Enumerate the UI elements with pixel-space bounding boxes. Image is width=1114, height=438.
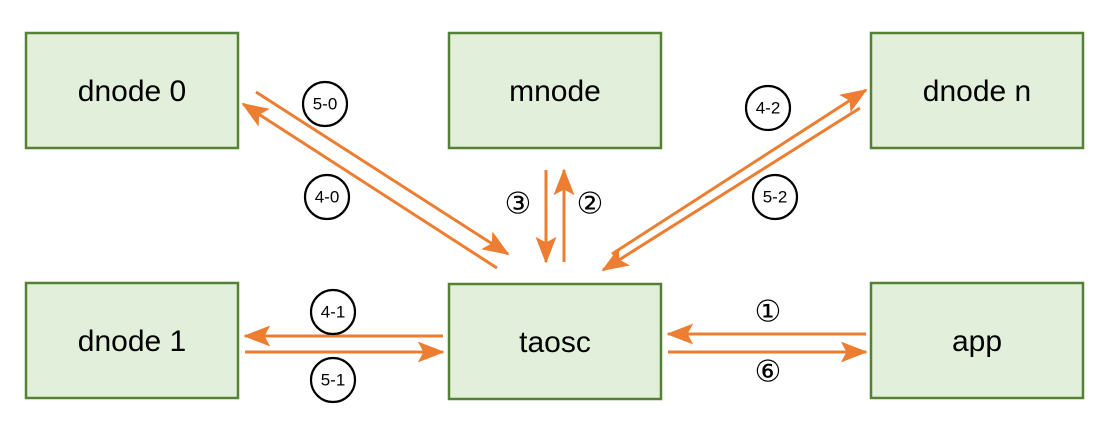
- node-dnode0-rect: [24, 31, 240, 150]
- node-app-rect: [869, 281, 1085, 400]
- badge-4-2-circle: [744, 84, 792, 132]
- badge-5-1: 5-1: [309, 356, 357, 404]
- badge-4-2-label: 4-2: [756, 98, 781, 117]
- node-mnode-rect: [447, 31, 663, 150]
- badge-5-1-label: 5-1: [321, 370, 346, 389]
- badge-5-1-circle: [309, 356, 357, 404]
- badge-step-1: ①: [755, 295, 782, 330]
- badge-5-0-label: 5-0: [313, 94, 338, 113]
- node-dnode1-rect: [24, 281, 240, 400]
- node-taosc-rect: [447, 282, 663, 401]
- node-app[interactable]: app: [869, 281, 1085, 400]
- node-taosc[interactable]: taosc: [447, 282, 663, 401]
- node-mnode-label: mnode: [509, 75, 601, 108]
- badge-4-2: 4-2: [744, 84, 792, 132]
- badge-4-1: 4-1: [309, 288, 357, 336]
- node-mnode[interactable]: mnode: [447, 31, 663, 150]
- arrow-taosc-to-dnoden: [611, 88, 868, 256]
- badge-5-0-circle: [301, 80, 349, 128]
- badge-group: 5-0 4-0 4-2 5-2 4-1 5-1 ③: [301, 80, 799, 404]
- badge-5-0: 5-0: [301, 80, 349, 128]
- badge-4-1-label: 4-1: [321, 302, 346, 321]
- node-dnode0[interactable]: dnode 0: [24, 31, 240, 150]
- badge-step-6: ⑥: [755, 355, 782, 390]
- node-dnoden-label: dnode n: [923, 75, 1031, 108]
- node-taosc-label: taosc: [519, 326, 591, 359]
- badge-5-2-circle: [751, 173, 799, 221]
- node-dnode0-label: dnode 0: [78, 75, 186, 108]
- badge-4-0-label: 4-0: [315, 187, 340, 206]
- badge-4-0: 4-0: [303, 173, 351, 221]
- badge-4-1-circle: [309, 288, 357, 336]
- node-dnoden-rect: [869, 31, 1085, 150]
- arrow-dnoden-to-taosc: [601, 106, 861, 272]
- badge-step-2: ②: [577, 187, 604, 222]
- node-dnoden[interactable]: dnode n: [869, 31, 1085, 150]
- badge-5-2-label: 5-2: [763, 187, 788, 206]
- arrow-dnode0-to-taosc: [255, 90, 510, 256]
- node-app-label: app: [952, 325, 1002, 358]
- badge-4-0-circle: [303, 173, 351, 221]
- badge-step-3: ③: [505, 187, 532, 222]
- node-dnode1[interactable]: dnode 1: [24, 281, 240, 400]
- arrow-taosc-to-dnode0: [241, 102, 498, 270]
- badge-5-2: 5-2: [751, 173, 799, 221]
- node-dnode1-label: dnode 1: [78, 325, 186, 358]
- arrow-group: [241, 88, 868, 363]
- node-group: dnode 0 mnode dnode n dnode 1 taosc: [24, 31, 1085, 401]
